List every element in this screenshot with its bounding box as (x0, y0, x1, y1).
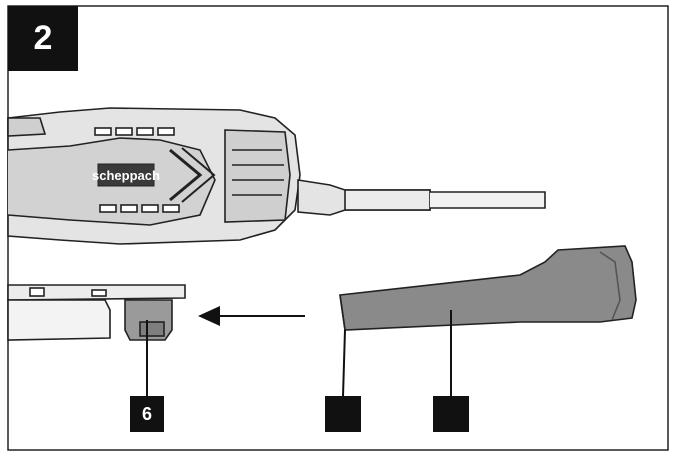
extraction-adapter (339, 245, 637, 331)
callout-part-a (325, 396, 361, 432)
insertion-arrow (198, 306, 305, 326)
brand-logo-text: scheppach (92, 168, 160, 183)
tool-base-plate (7, 284, 186, 341)
leader-line-a (342, 329, 346, 397)
callout-part-6: 6 (130, 396, 164, 432)
step-number-badge: 2 (8, 6, 78, 71)
callout-part-b (433, 396, 469, 432)
brand-logo-plate (97, 163, 155, 187)
